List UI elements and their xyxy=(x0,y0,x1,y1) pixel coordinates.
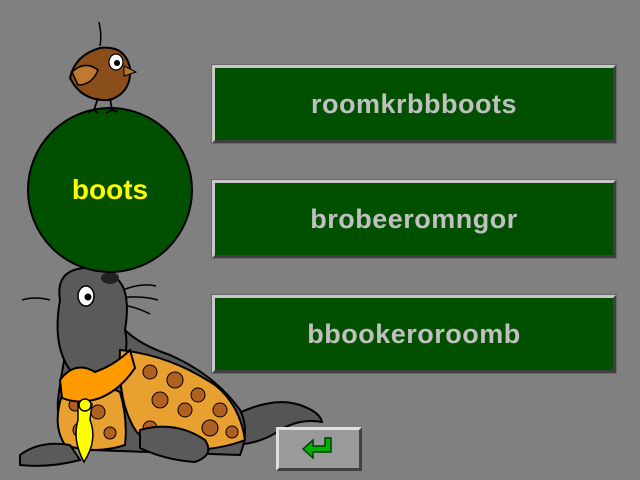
choice-button-3[interactable]: bbookeroroomb xyxy=(211,294,617,374)
return-button[interactable] xyxy=(276,427,362,471)
target-word-ball: boots xyxy=(27,107,193,273)
choice-label: roomkrbbboots xyxy=(311,88,517,119)
choice-label: brobeeromngor xyxy=(310,203,518,234)
target-word: boots xyxy=(71,174,149,205)
choice-label: bbookeroroomb xyxy=(307,318,521,349)
choice-button-1[interactable]: roomkrbbboots xyxy=(211,64,617,144)
choice-button-2[interactable]: brobeeromngor xyxy=(211,179,617,259)
return-arrow-icon xyxy=(301,437,332,460)
